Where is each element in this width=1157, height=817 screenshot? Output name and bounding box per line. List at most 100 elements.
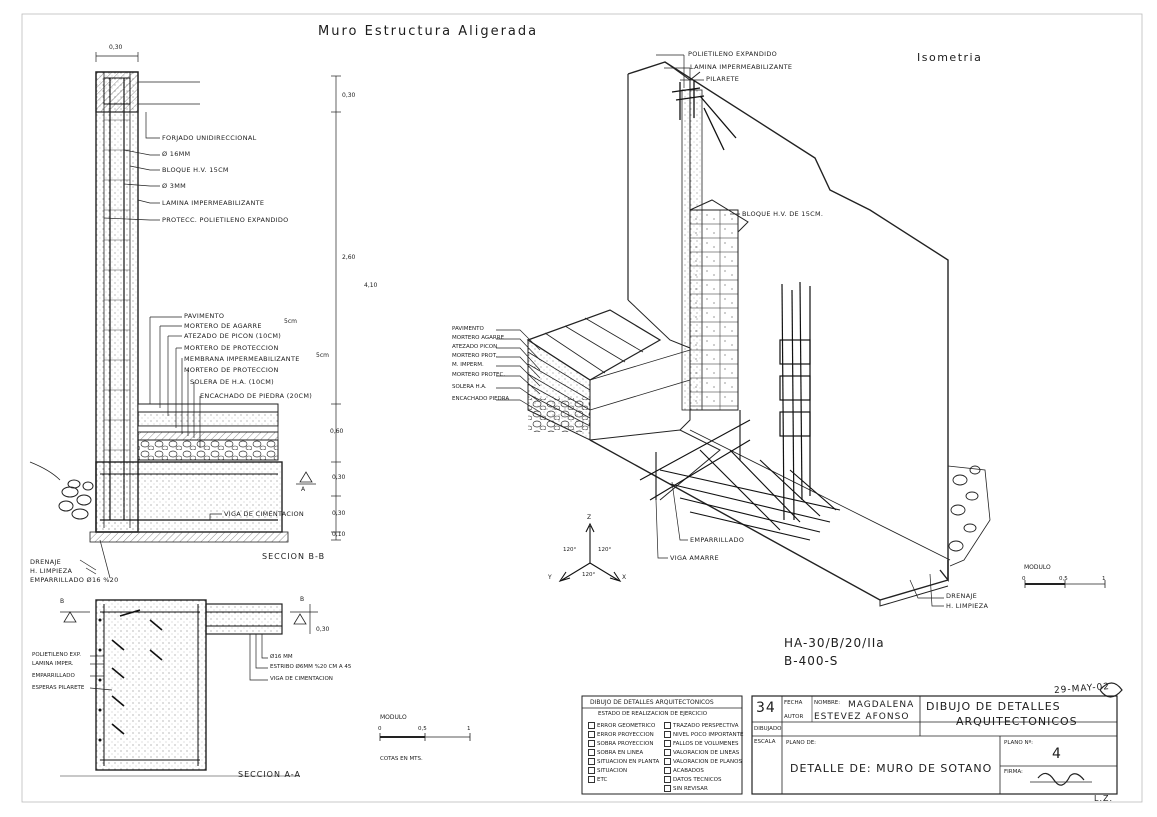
right-scale-tick-0: 0 xyxy=(1022,576,1026,582)
dim-2-60: 2,60 xyxy=(342,254,356,261)
check-item-right-6[interactable]: Acabados xyxy=(664,767,704,774)
axis-angle-3: 120° xyxy=(582,572,596,578)
axis-angle-1: 120° xyxy=(563,547,577,553)
right-scale-bar xyxy=(1024,580,1106,588)
dim-4-10: 4,10 xyxy=(364,282,378,289)
iso-label-m-imperm: M. imperm. xyxy=(452,362,484,368)
dim-0-30-b: 0,30 xyxy=(332,510,346,517)
check-item-left-4[interactable]: Sobra en linea xyxy=(588,749,643,756)
iso-label-h-limpieza: H. limpieza xyxy=(946,602,989,610)
check-item-left-5[interactable]: Situacion en planta xyxy=(588,758,659,765)
aa-label-estribo: Estribo Ø6mm %20 cm a 45 xyxy=(270,664,352,670)
iso-label-mortero-protec: Mortero protec. xyxy=(452,372,506,378)
label-pavimento: Pavimento xyxy=(184,312,225,320)
drawing-title: Muro Estructura Aligerada xyxy=(318,24,539,39)
label-h-limpieza: H. limpieza xyxy=(30,567,73,575)
label-viga-cimentacion: Viga de cimentacion xyxy=(224,510,305,518)
iso-label-emparrillado: Emparrillado xyxy=(690,536,745,544)
left-scale-tick-0: 0 xyxy=(378,726,382,732)
label-atezado: Atezado de picon (10cm) xyxy=(184,332,282,340)
sheet-number: 34 xyxy=(756,700,776,716)
label-encachado: Encachado de piedra (20cm) xyxy=(200,392,313,400)
label-lamina: Lamina impermeabilizante xyxy=(162,199,265,207)
label-emparrillado: Emparrillado Ø16 %20 xyxy=(30,576,119,584)
aa-label-lamina: Lamina imper. xyxy=(32,661,74,667)
label-mortero-prot-2: Mortero de proteccion xyxy=(184,366,279,374)
brace-5cm-b: 5cm xyxy=(316,352,329,359)
check-item-right-7[interactable]: Datos tecnicos xyxy=(664,776,721,783)
dibujado-label: Dibujado xyxy=(754,726,782,732)
sheet-border xyxy=(21,13,1143,803)
spec-steel: B-400-S xyxy=(784,654,839,668)
iso-label-solera: Solera H.A. xyxy=(452,384,487,390)
label-rebar-16: Ø 16mm xyxy=(162,150,191,158)
check-item-right-2[interactable]: Nivel poco importante xyxy=(664,731,743,738)
iso-label-pavimento: Pavimento xyxy=(452,326,484,332)
iso-label-bloque: Bloque H.V. de 15cm. xyxy=(742,210,824,218)
iso-label-encachado: Encachado piedra xyxy=(452,396,510,402)
aa-label-polietileno: Polietileno exp. xyxy=(32,652,81,658)
plano-no-label: Plano Nº: xyxy=(1004,740,1034,746)
axis-angle-2: 120° xyxy=(598,547,612,553)
label-bloque: Bloque H.V. 15cm xyxy=(162,166,229,174)
left-scale-tick-05: 0,5 xyxy=(418,726,427,732)
firma-label: Firma: xyxy=(1004,769,1023,775)
checklist-subheader: Estado de realizacion de ejercicio xyxy=(598,711,708,717)
aa-label-esperas: Esperas pilarete xyxy=(32,685,85,691)
check-item-left-3[interactable]: Sobra proyeccion xyxy=(588,740,653,747)
section-bb-drawing xyxy=(29,52,341,579)
iso-label-atezado: Atezado picon xyxy=(452,344,498,350)
label-mortero-agarre: Mortero de agarre xyxy=(184,322,262,330)
iso-label-mortero-prot: Mortero prot. xyxy=(452,353,498,359)
left-scale-note: Cotas en mts. xyxy=(380,756,423,762)
isometric-drawing xyxy=(496,54,991,607)
right-scale-label: Modulo xyxy=(1024,564,1051,571)
aa-marker-b-right: B xyxy=(300,596,305,603)
checklist-box-outline xyxy=(581,695,743,795)
wall-width-dim: 0,30 xyxy=(109,44,123,51)
aa-label-rebar: Ø16 mm xyxy=(270,654,293,660)
iso-label-drenaje: Drenaje xyxy=(946,592,978,600)
iso-label-viga-amarre: Viga amarre xyxy=(670,554,719,562)
label-polietileno: Protecc. polietileno expandido xyxy=(162,216,289,224)
nombre-label: Nombre: xyxy=(814,700,841,706)
check-item-left-7[interactable]: Etc xyxy=(588,776,607,783)
plano-de-label: Plano de: xyxy=(786,740,817,746)
check-item-left-1[interactable]: Error geometrico xyxy=(588,722,655,729)
title-block-grid xyxy=(751,695,1118,795)
fecha-label: Fecha xyxy=(784,700,803,706)
aa-dim-0-30: 0,30 xyxy=(316,626,330,633)
aa-label-emparrillado: Emparrillado xyxy=(32,673,75,679)
axis-x-label: X xyxy=(622,574,627,581)
label-forjado: Forjado unidireccional xyxy=(162,134,257,142)
detail-title: Detalle de: Muro de sotano xyxy=(790,762,993,775)
label-mortero-prot-1: Mortero de proteccion xyxy=(184,344,279,352)
check-item-right-5[interactable]: Valoracion de planos xyxy=(664,758,742,765)
initials: L.Z. xyxy=(1094,794,1114,803)
left-scale-label: Modulo xyxy=(380,714,407,721)
isometry-title: Isometria xyxy=(917,51,983,64)
label-drenaje: Drenaje xyxy=(30,558,62,566)
label-rebar-3: Ø 3mm xyxy=(162,182,187,190)
check-item-right-3[interactable]: Fallos de volumenes xyxy=(664,740,739,747)
aa-marker-b-left: B xyxy=(60,598,65,605)
left-scale-tick-1: 1 xyxy=(467,726,471,732)
check-item-left-6[interactable]: Situacion xyxy=(588,767,627,774)
label-membrana: Membrana impermeabilizante xyxy=(184,355,300,363)
dim-0-30-a: 0,30 xyxy=(332,474,346,481)
subject-line-1: Dibujo de detalles xyxy=(926,700,1061,713)
dim-0-30-top: 0,30 xyxy=(342,92,356,99)
spec-concrete: HA-30/B/20/IIa xyxy=(784,636,885,650)
author-surname: Estevez Afonso xyxy=(814,712,910,722)
brace-5cm-a: 5cm xyxy=(284,318,297,325)
check-item-right-4[interactable]: Valoracion de lineas xyxy=(664,749,739,756)
check-item-right-8[interactable]: Sin revisar xyxy=(664,785,708,792)
section-bb-title: Seccion B-B xyxy=(262,552,326,561)
right-scale-tick-05: 0,5 xyxy=(1059,576,1068,582)
check-item-left-2[interactable]: Error proyeccion xyxy=(588,731,654,738)
dim-0-60: 0,60 xyxy=(330,428,344,435)
check-item-right-1[interactable]: Trazado perspectiva xyxy=(664,722,738,729)
iso-label-polietileno: Polietileno expandido xyxy=(688,50,778,58)
